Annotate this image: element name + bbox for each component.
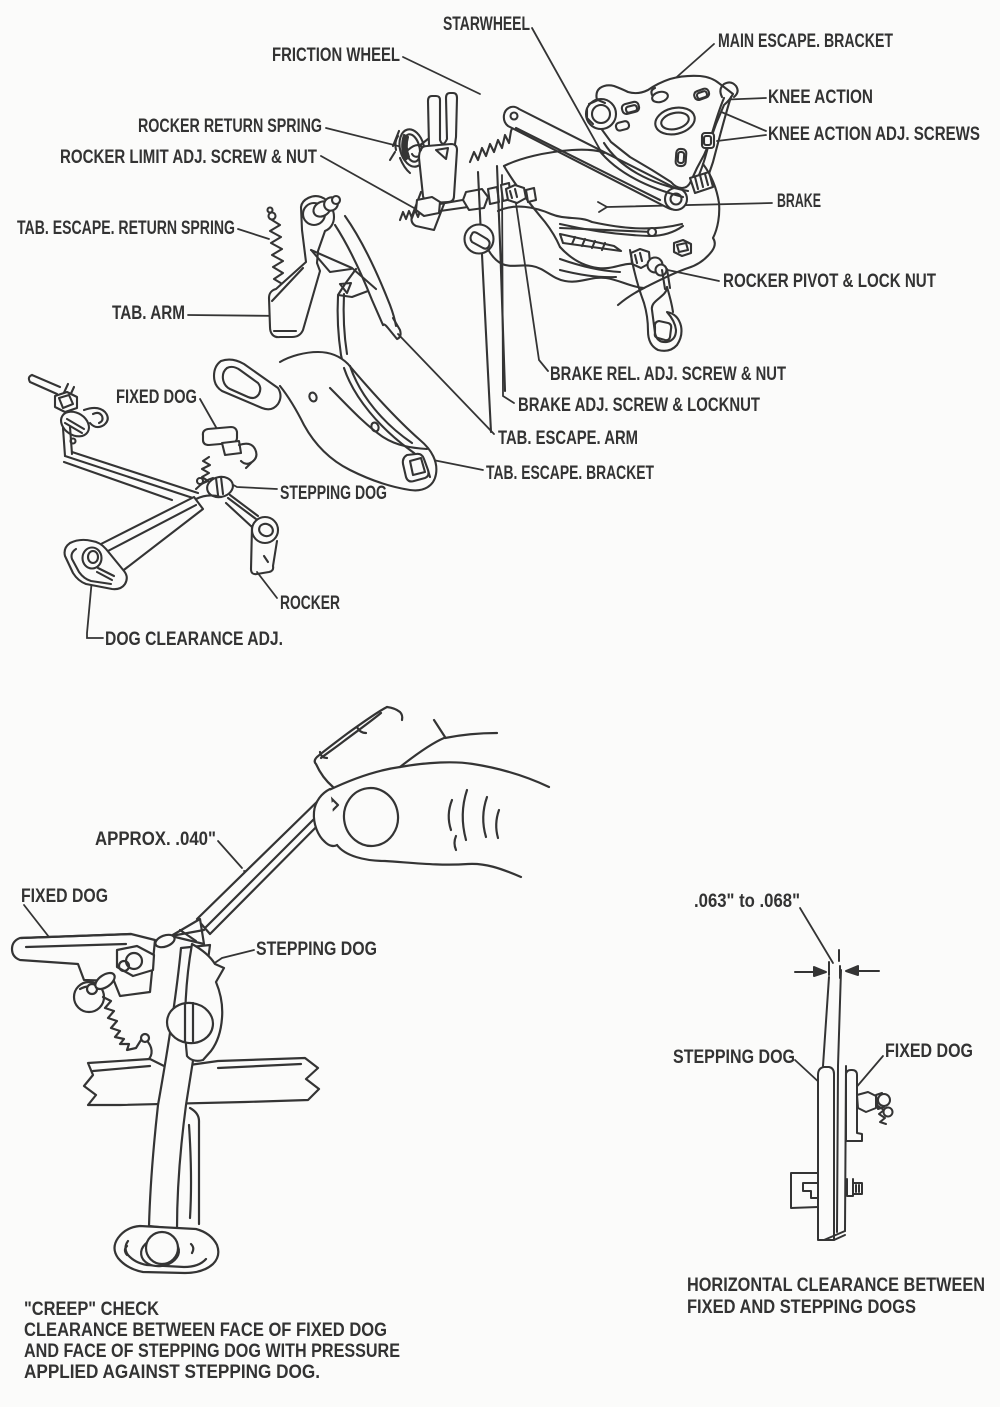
- svg-text:KNEE ACTION: KNEE ACTION: [768, 87, 873, 108]
- svg-text:APPROX. .040": APPROX. .040": [95, 829, 216, 850]
- svg-text:FIXED DOG: FIXED DOG: [116, 387, 197, 408]
- svg-text:ROCKER RETURN SPRING: ROCKER RETURN SPRING: [138, 116, 322, 137]
- svg-text:"CREEP" CHECK: "CREEP" CHECK: [24, 1299, 159, 1320]
- svg-text:ROCKER LIMIT ADJ. SCREW & NUT: ROCKER LIMIT ADJ. SCREW & NUT: [60, 147, 317, 168]
- svg-text:KNEE ACTION ADJ. SCREWS: KNEE ACTION ADJ. SCREWS: [768, 124, 980, 145]
- svg-text:.063" to .068": .063" to .068": [694, 891, 800, 912]
- svg-text:FIXED DOG: FIXED DOG: [21, 886, 108, 907]
- svg-text:TAB. ESCAPE. RETURN SPRING: TAB. ESCAPE. RETURN SPRING: [17, 218, 235, 239]
- svg-text:MAIN ESCAPE. BRACKET: MAIN ESCAPE. BRACKET: [718, 31, 893, 52]
- svg-text:FIXED DOG: FIXED DOG: [885, 1041, 973, 1062]
- svg-text:TAB. ESCAPE. ARM: TAB. ESCAPE. ARM: [498, 428, 638, 449]
- svg-text:STEPPING DOG: STEPPING DOG: [256, 939, 377, 960]
- svg-text:TAB. ESCAPE. BRACKET: TAB. ESCAPE. BRACKET: [486, 463, 654, 484]
- svg-text:ROCKER PIVOT & LOCK NUT: ROCKER PIVOT & LOCK NUT: [723, 271, 936, 292]
- svg-text:HORIZONTAL CLEARANCE BETWEEN: HORIZONTAL CLEARANCE BETWEEN: [687, 1275, 985, 1296]
- svg-text:ROCKER: ROCKER: [280, 593, 340, 614]
- svg-text:TAB. ARM: TAB. ARM: [112, 303, 185, 324]
- svg-text:STARWHEEL: STARWHEEL: [443, 14, 530, 35]
- svg-text:CLEARANCE BETWEEN FACE OF FIXE: CLEARANCE BETWEEN FACE OF FIXED DOG: [24, 1320, 387, 1341]
- svg-text:DOG CLEARANCE ADJ.: DOG CLEARANCE ADJ.: [105, 629, 283, 650]
- svg-text:AND FACE OF STEPPING DOG WITH: AND FACE OF STEPPING DOG WITH PRESSURE: [24, 1341, 400, 1362]
- svg-text:APPLIED AGAINST STEPPING DOG.: APPLIED AGAINST STEPPING DOG.: [24, 1362, 320, 1383]
- svg-text:BRAKE ADJ. SCREW & LOCKNUT: BRAKE ADJ. SCREW & LOCKNUT: [518, 395, 760, 416]
- svg-text:STEPPING DOG: STEPPING DOG: [673, 1047, 795, 1068]
- svg-text:FIXED AND STEPPING DOGS: FIXED AND STEPPING DOGS: [687, 1297, 916, 1318]
- svg-text:STEPPING DOG: STEPPING DOG: [280, 483, 387, 504]
- svg-text:BRAKE: BRAKE: [777, 191, 821, 212]
- svg-text:FRICTION WHEEL: FRICTION WHEEL: [272, 45, 400, 66]
- svg-text:BRAKE REL. ADJ. SCREW & NUT: BRAKE REL. ADJ. SCREW & NUT: [550, 364, 786, 385]
